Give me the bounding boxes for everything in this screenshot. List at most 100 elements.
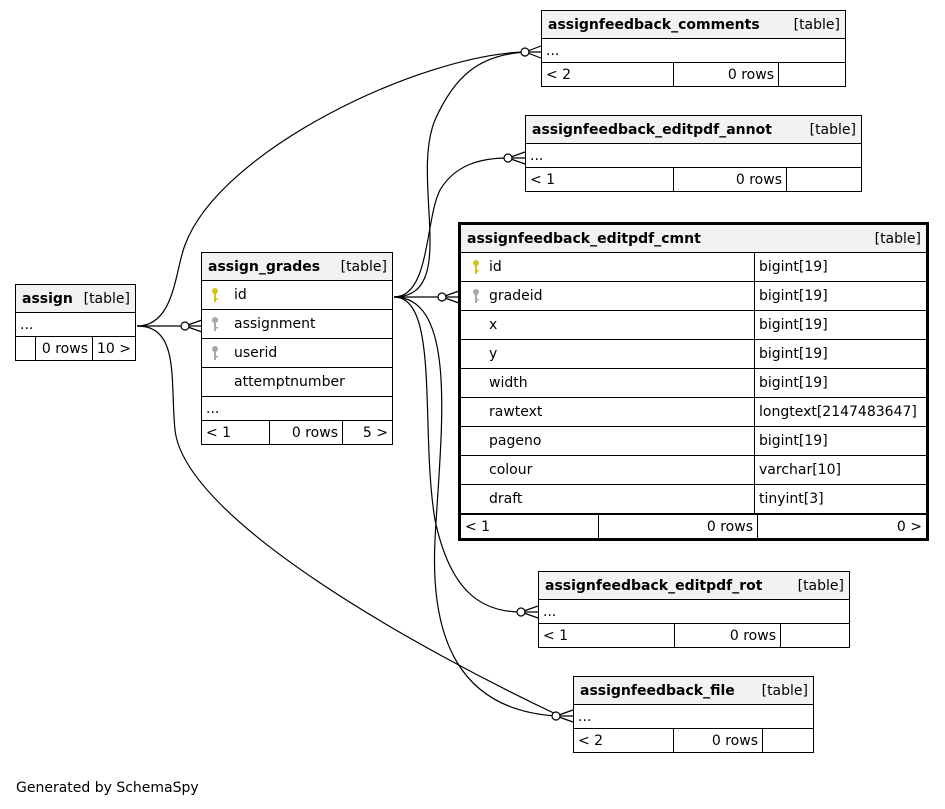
edge-grades-rot [393,296,522,613]
column-row[interactable]: assignment [202,310,392,339]
table-kind: [table] [809,121,856,138]
column-name: gradeid [489,288,543,304]
table-header: assignfeedback_file [table] [574,677,813,705]
zero-marker-comments [520,47,530,57]
column-type: bigint[19] [754,340,926,368]
column-name: colour [489,462,533,478]
parents-count: < 1 [465,518,491,535]
column-name: userid [234,345,278,361]
zero-marker-annot [503,153,513,163]
column-name: assignment [234,316,316,332]
children-count: 5 > [342,421,392,444]
column-name: width [489,375,528,391]
table-assignfeedback-editpdf-rot[interactable]: assignfeedback_editpdf_rot [table] ... <… [538,571,850,648]
column-row[interactable]: rawtext longtext[2147483647] [461,398,926,427]
children-count [780,624,849,647]
row-count: 0 rows [673,729,762,752]
table-kind: [table] [874,230,921,247]
column-row[interactable]: gradeid bigint[19] [461,282,926,311]
parents-count: < 2 [578,732,604,749]
column-row[interactable]: userid [202,339,392,368]
column-ellipsis: ... [539,600,849,624]
edge-assign-file [136,325,561,717]
column-name: attemptnumber [234,374,345,390]
column-row[interactable]: y bigint[19] [461,340,926,369]
column-row[interactable]: id [202,281,392,310]
column-type: bigint[19] [754,369,926,397]
zero-marker-cmnt [437,292,447,302]
table-assignfeedback-editpdf-annot[interactable]: assignfeedback_editpdf_annot [table] ...… [525,115,862,192]
edge-grades-annot [393,157,509,298]
column-ellipsis: ... [202,397,392,421]
table-header: assign_grades [table] [202,253,392,281]
edge-grades-comments [393,51,526,298]
column-ellipsis: ... [526,144,861,168]
table-name: assign_grades [208,258,321,275]
column-row[interactable]: colour varchar[10] [461,456,926,485]
key-icon [471,259,489,275]
column-row[interactable]: pageno bigint[19] [461,427,926,456]
children-count [778,63,845,86]
key-icon [210,316,234,332]
row-count: 0 rows [673,63,778,86]
table-footer: 0 rows 10 > [16,337,135,360]
table-name: assign [22,290,73,307]
children-count [786,168,861,191]
table-footer: < 1 0 rows [539,624,849,647]
column-name: id [234,287,247,303]
key-icon [210,345,234,361]
table-assign[interactable]: assign [table] ... 0 rows 10 > [15,284,136,361]
parents-count [16,337,35,360]
table-assign-grades[interactable]: assign_grades [table] id assignment user… [201,252,393,445]
table-name: assignfeedback_editpdf_annot [532,121,772,138]
column-row[interactable]: id bigint[19] [461,253,926,282]
table-kind: [table] [761,682,808,699]
table-header: assignfeedback_editpdf_annot [table] [526,116,861,144]
zero-marker-rot [516,607,526,617]
table-header: assignfeedback_comments [table] [542,11,845,39]
column-row[interactable]: attemptnumber [202,368,392,397]
column-row[interactable]: width bigint[19] [461,369,926,398]
column-name: id [489,259,502,275]
column-row[interactable]: draft tinyint[3] [461,485,926,514]
key-icon [471,288,489,304]
parents-count: < 2 [546,66,572,83]
table-kind: [table] [793,16,840,33]
zero-marker-grades [180,321,190,331]
table-name: assignfeedback_comments [548,16,760,33]
column-name: y [489,346,498,362]
table-footer: < 1 0 rows 0 > [461,514,926,538]
children-count [762,729,813,752]
table-kind: [table] [797,577,844,594]
table-header: assignfeedback_editpdf_cmnt [table] [461,225,926,253]
zero-marker-file [551,711,561,721]
table-kind: [table] [340,258,387,275]
children-count: 0 > [757,515,926,538]
table-name: assignfeedback_editpdf_rot [545,577,763,594]
table-assignfeedback-comments[interactable]: assignfeedback_comments [table] ... < 2 … [541,10,846,87]
column-name: pageno [489,433,542,449]
parents-count: < 1 [530,171,556,188]
column-type: longtext[2147483647] [754,398,926,426]
row-count: 0 rows [598,515,757,538]
table-assignfeedback-file[interactable]: assignfeedback_file [table] ... < 2 0 ro… [573,676,814,753]
table-assignfeedback-editpdf-cmnt[interactable]: assignfeedback_editpdf_cmnt [table] id b… [458,222,929,541]
table-footer: < 1 0 rows 5 > [202,421,392,444]
column-type: bigint[19] [754,427,926,455]
table-header: assignfeedback_editpdf_rot [table] [539,572,849,600]
table-header: assign [table] [16,285,135,313]
table-kind: [table] [83,290,130,307]
column-type: bigint[19] [754,282,926,310]
parents-count: < 1 [206,424,232,441]
row-count: 0 rows [673,168,786,191]
column-row[interactable]: x bigint[19] [461,311,926,340]
row-count: 0 rows [35,337,92,360]
column-ellipsis: ... [542,39,845,63]
table-footer: < 1 0 rows [526,168,861,191]
row-count: 0 rows [674,624,780,647]
edge-grades-file [393,296,557,717]
parents-count: < 1 [543,627,569,644]
children-count: 10 > [92,337,135,360]
column-name: x [489,317,498,333]
